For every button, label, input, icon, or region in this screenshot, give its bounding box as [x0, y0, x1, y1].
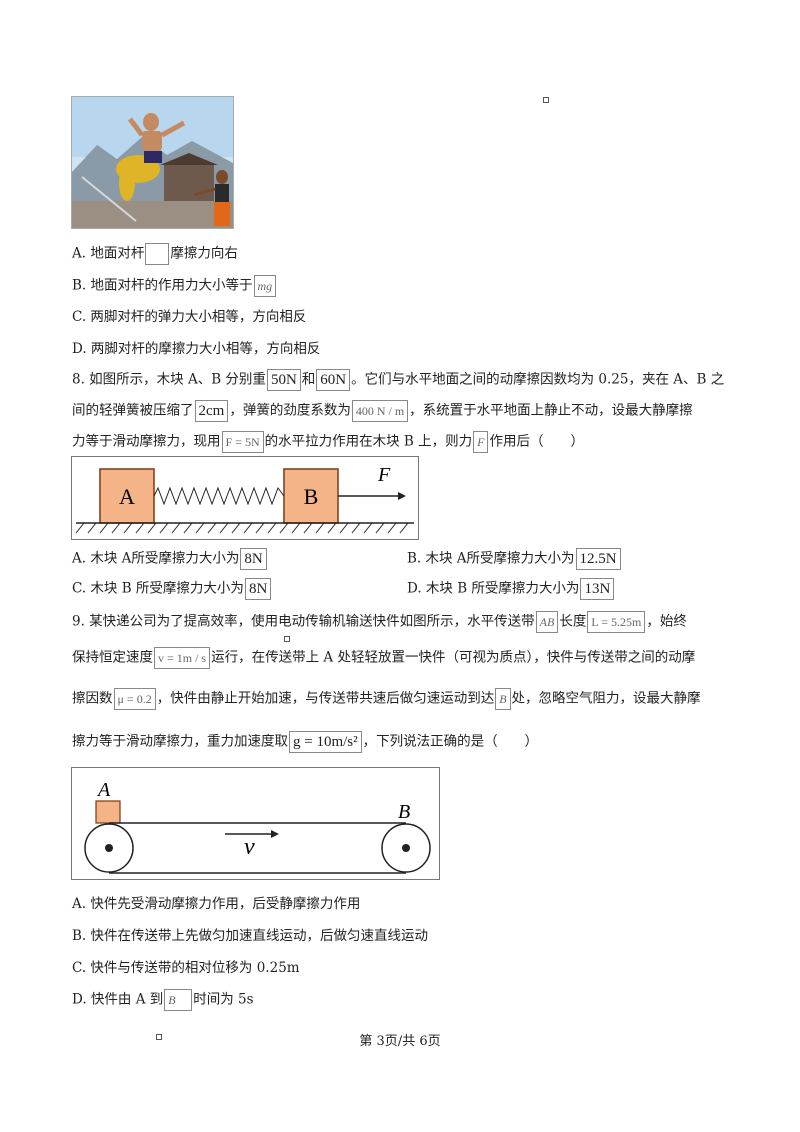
- q8-text: 作用后（ ）: [489, 433, 584, 450]
- marker: [543, 97, 549, 103]
- q8-option-c-text: C. 木块 B 所受摩擦力大小为: [72, 580, 244, 597]
- q8-text: ，系统置于水平地面上静止不动，设最大静摩擦: [409, 402, 693, 419]
- velocity-label: v: [244, 834, 255, 860]
- q9-text: ，快件由静止开始加速，与传送带共速后做匀速运动到达: [156, 690, 495, 707]
- q9-text: 运行，在传送带上 A 处轻轻放置一快件（可视为质点），快件与传送带之间的动摩: [211, 649, 696, 666]
- q8-text: 和: [301, 371, 316, 388]
- left-pulley-axle: [105, 844, 113, 852]
- q8-option-a-text: A. 木块 A所受摩擦力大小为: [72, 550, 240, 567]
- formula-box: 60N: [316, 369, 351, 391]
- q9-option-d-text-2: 时间为 5s: [193, 991, 254, 1008]
- block-a-label: A: [119, 484, 135, 509]
- force-label: F: [377, 464, 391, 486]
- martial-arts-photo: [71, 96, 234, 229]
- ground-hatching: [75, 522, 409, 534]
- q8-text: ，弹簧的劲度系数为: [229, 402, 351, 419]
- velocity-arrowhead: [271, 830, 279, 838]
- blank-box: [145, 243, 170, 265]
- formula-box: 2cm: [194, 400, 229, 422]
- formula-box: F: [473, 431, 489, 453]
- q8-text: 。它们与水平地面之间的动摩擦因数均为 0.25，夹在 A、B 之: [351, 371, 725, 388]
- formula-box: v = 1m / s: [154, 647, 211, 669]
- q9-option-a: A. 快件先受滑动摩擦力作用，后受静摩擦力作用: [72, 896, 361, 912]
- q9-text: 9. 某快递公司为了提高效率，使用电动传输机输送快件如图所示，水平传送带: [72, 613, 535, 630]
- q9-option-d-text: D. 快件由 A 到: [72, 991, 164, 1008]
- q9-option-b: B. 快件在传送带上先做匀加速直线运动，后做匀速直线运动: [72, 928, 429, 944]
- formula-box: μ = 0.2: [113, 688, 156, 710]
- formula-box: AB: [535, 611, 559, 633]
- formula-box: B: [495, 688, 511, 710]
- formula-box: 13N: [580, 578, 615, 600]
- q8-text: 的水平拉力作用在木块 B 上，则力: [264, 433, 473, 450]
- q8-text: 力等于滑动摩擦力，现用: [72, 433, 221, 450]
- formula-box: mg: [253, 275, 277, 297]
- formula-box: 50N: [266, 369, 301, 391]
- q9-text: ，始终: [646, 613, 687, 630]
- formula-box: 12.5N: [575, 548, 621, 570]
- package-a: [95, 800, 121, 824]
- q9-text: 擦因数: [72, 690, 113, 707]
- formula-box: 8N: [244, 578, 272, 600]
- spring: [153, 486, 285, 506]
- right-pulley-axle: [402, 844, 410, 852]
- q7-option-a: A. 地面对杆 摩擦力向右: [72, 243, 238, 265]
- q7-option-b-text: B. 地面对杆的作用力大小等于: [72, 277, 253, 294]
- formula-box: B: [164, 989, 193, 1011]
- q7-option-a-text-2: 摩擦力向右: [170, 245, 238, 262]
- formula-box: g = 10m/s²: [289, 731, 362, 753]
- block-b-label: B: [304, 484, 319, 509]
- q9-text: 处，忽略空气阻力，设最大静摩: [511, 690, 701, 707]
- q9-text: 保持恒定速度: [72, 649, 153, 666]
- q8-figure: A B F: [71, 456, 419, 540]
- page-footer: 第 3页/共 6页: [359, 1034, 441, 1049]
- q7-option-c: C. 两脚对杆的弹力大小相等，方向相反: [72, 309, 307, 325]
- q7-option-d: D. 两脚对杆的摩擦力大小相等，方向相反: [72, 341, 321, 357]
- q9-text: 擦力等于滑动摩擦力，重力加速度取: [72, 733, 288, 750]
- marker: [156, 1034, 162, 1040]
- formula-box: 400 N / m: [351, 400, 409, 422]
- q9-text: 长度: [559, 613, 587, 630]
- label-a: A: [96, 779, 111, 801]
- formula-box: F = 5N: [221, 431, 264, 453]
- q8-option-d-text: D. 木块 B 所受摩擦力大小为: [407, 580, 580, 597]
- q7-option-a-text: A. 地面对杆: [72, 245, 145, 262]
- label-b: B: [398, 801, 410, 823]
- force-arrowhead: [398, 492, 406, 500]
- formula-box: 8N: [240, 548, 267, 570]
- q9-text: ，下列说法正确的是（ ）: [362, 733, 539, 750]
- formula-box: L = 5.25m: [587, 611, 646, 633]
- q8-text: 8. 如图所示，木块 A、B 分别重: [72, 371, 266, 388]
- marker: [284, 636, 290, 642]
- q9-option-c: C. 快件与传送带的相对位移为 0.25m: [72, 960, 300, 976]
- q8-text: 间的轻弹簧被压缩了: [72, 402, 194, 419]
- q9-figure: A B v: [71, 767, 440, 880]
- q8-option-b-text: B. 木块 A所受摩擦力大小为: [407, 550, 575, 567]
